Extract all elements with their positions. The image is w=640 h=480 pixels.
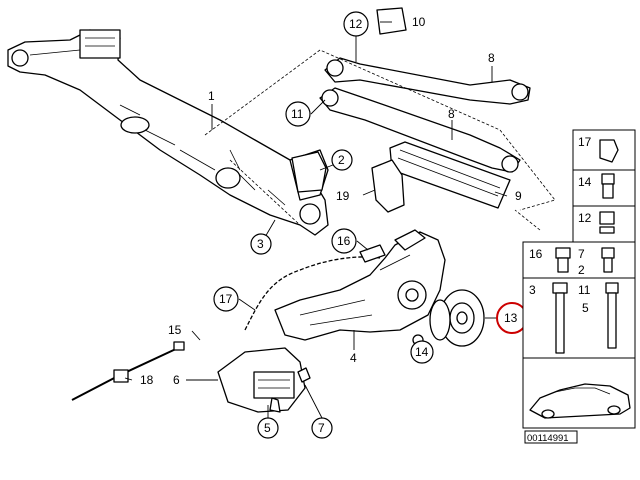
side-item-5: 5 xyxy=(582,301,589,315)
callout-19: 19 xyxy=(336,189,350,203)
callout-9: 9 xyxy=(515,189,522,203)
car-silhouette-icon xyxy=(529,383,631,419)
part-link-16 xyxy=(359,244,386,263)
callout-13: 13 xyxy=(504,311,518,325)
part-bracket-19 xyxy=(371,159,405,213)
callout-15: 15 xyxy=(168,323,182,337)
hardware-side-panel: 17 14 12 16 7 2 3 11 5 xyxy=(522,129,636,429)
callout-17: 17 xyxy=(219,292,233,306)
callout-1: 1 xyxy=(208,89,215,103)
side-item-17: 17 xyxy=(578,135,592,149)
part-links-8 xyxy=(319,57,531,173)
side-item-14: 14 xyxy=(578,175,592,189)
callout-12: 12 xyxy=(349,17,363,31)
part-sensor-cable xyxy=(244,256,381,331)
part-wheel-hub xyxy=(429,289,485,347)
side-item-3: 3 xyxy=(529,283,536,297)
side-item-16: 16 xyxy=(529,247,543,261)
part-trailing-arm xyxy=(274,229,446,341)
callout-8a: 8 xyxy=(488,51,495,65)
callout-4: 4 xyxy=(350,351,357,365)
callout-3: 3 xyxy=(257,237,264,251)
callout-11: 11 xyxy=(291,107,304,121)
callout-6: 6 xyxy=(173,373,180,387)
part-rod xyxy=(71,341,185,401)
callout-5: 5 xyxy=(264,421,271,435)
callout-7: 7 xyxy=(318,421,325,435)
callout-8b: 8 xyxy=(448,107,455,121)
part-lower-mount xyxy=(217,347,311,413)
side-item-12: 12 xyxy=(578,211,592,225)
part-bracket-10 xyxy=(376,7,407,35)
side-item-2: 2 xyxy=(578,263,585,277)
callout-10: 10 xyxy=(412,15,426,29)
part-bracket-2 xyxy=(291,151,327,193)
callout-18: 18 xyxy=(140,373,154,387)
callout-16: 16 xyxy=(337,234,351,248)
callouts: 1 2 3 4 5 6 7 8 8 9 10 11 12 13 14 15 16… xyxy=(140,11,528,439)
diagram-id: 00114991 xyxy=(527,433,569,444)
callout-2: 2 xyxy=(338,153,345,167)
part-subframe xyxy=(7,29,329,236)
side-item-11: 11 xyxy=(578,283,591,297)
side-item-7: 7 xyxy=(578,247,585,261)
callout-14: 14 xyxy=(415,345,429,359)
